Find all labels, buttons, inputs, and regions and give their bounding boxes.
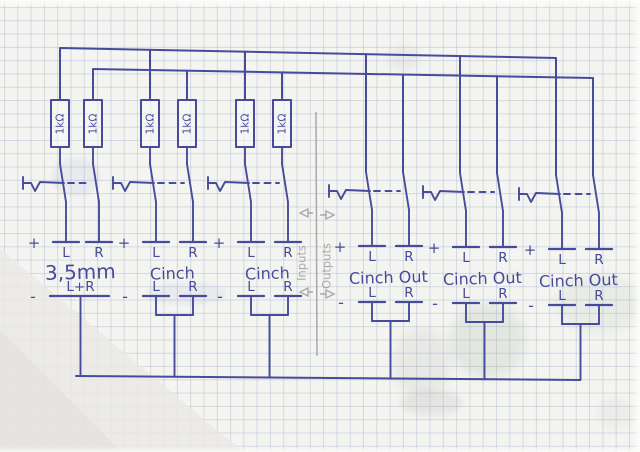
resistor-label: 1kΩ bbox=[88, 114, 100, 135]
divider-line bbox=[315, 111, 318, 357]
channel-label: R bbox=[188, 245, 197, 261]
channel-label: L bbox=[152, 279, 160, 295]
channel-label: L bbox=[558, 252, 566, 268]
connector-name: Cinch Out bbox=[349, 267, 428, 288]
pencil-annotations: Inputs Outputs bbox=[295, 111, 336, 357]
resistor-label: 1kΩ bbox=[182, 114, 194, 135]
switch-blade bbox=[496, 172, 504, 212]
channel-label: L bbox=[368, 249, 376, 265]
channel-label: R bbox=[498, 286, 507, 302]
channel-label: R bbox=[94, 245, 103, 261]
switch-blade bbox=[186, 163, 194, 203]
outputs-label: Outputs bbox=[320, 243, 334, 289]
channel-label: R bbox=[404, 285, 413, 301]
plus-sign: + bbox=[524, 241, 537, 259]
channel-label: L bbox=[247, 279, 255, 295]
plus-sign: + bbox=[118, 234, 131, 252]
channel-label: R bbox=[283, 245, 292, 261]
arrow-left-icon bbox=[298, 286, 313, 298]
minus-sign: - bbox=[528, 296, 534, 315]
channel-label: R bbox=[283, 279, 292, 295]
top-rail-left-channel bbox=[59, 47, 557, 176]
channel-label: L bbox=[462, 250, 470, 266]
channel-label: R bbox=[594, 288, 603, 304]
switch-blade bbox=[592, 174, 600, 214]
channel-label: L bbox=[247, 245, 255, 261]
ground-rail bbox=[75, 375, 581, 381]
resistor-label: 1kΩ bbox=[145, 114, 157, 135]
resistor-label: 1kΩ bbox=[55, 114, 67, 135]
switch-actuator bbox=[112, 181, 155, 192]
channel-label: R bbox=[188, 279, 197, 295]
channel-label: R bbox=[498, 250, 507, 266]
channel-label: L+R bbox=[66, 279, 94, 295]
arrow-right-icon bbox=[320, 209, 336, 221]
channel-label: L bbox=[462, 286, 470, 302]
minus-sign: - bbox=[122, 287, 128, 306]
channel-label: L bbox=[62, 245, 70, 261]
connector-name: Cinch bbox=[150, 263, 195, 283]
channel-label: L bbox=[558, 288, 566, 304]
channel-label: R bbox=[594, 252, 603, 268]
plus-sign: + bbox=[428, 239, 441, 257]
arrow-right-icon bbox=[320, 288, 336, 300]
channel-label: R bbox=[404, 249, 413, 265]
minus-sign: - bbox=[338, 293, 344, 312]
connector-name: Cinch Out bbox=[539, 270, 618, 291]
resistor-label: 1kΩ bbox=[240, 114, 252, 135]
connector-name: Cinch Out bbox=[443, 268, 522, 289]
plus-sign: + bbox=[28, 234, 41, 252]
top-rail-right-channel bbox=[92, 68, 594, 176]
switch-actuator bbox=[328, 189, 371, 200]
switch-blade bbox=[281, 163, 289, 203]
resistor-label: 1kΩ bbox=[277, 114, 289, 135]
switch-actuator bbox=[518, 192, 561, 203]
switch-blade bbox=[402, 171, 410, 211]
arrow-left-icon bbox=[298, 207, 313, 219]
plus-sign: + bbox=[213, 234, 226, 252]
channel-label: L bbox=[152, 245, 160, 261]
inputs-label: Inputs bbox=[295, 245, 309, 281]
switch-actuator bbox=[422, 190, 465, 201]
switch-actuator bbox=[207, 181, 250, 192]
connector-name: Cinch bbox=[245, 263, 290, 283]
minus-sign: - bbox=[30, 287, 36, 306]
plus-sign: + bbox=[334, 238, 347, 256]
switch-actuator bbox=[22, 181, 65, 192]
connector-name: 3,5mm bbox=[45, 259, 116, 285]
switch-blade bbox=[92, 163, 100, 203]
minus-sign: - bbox=[217, 287, 223, 306]
minus-sign: - bbox=[432, 294, 438, 313]
channel-label: L bbox=[368, 285, 376, 301]
